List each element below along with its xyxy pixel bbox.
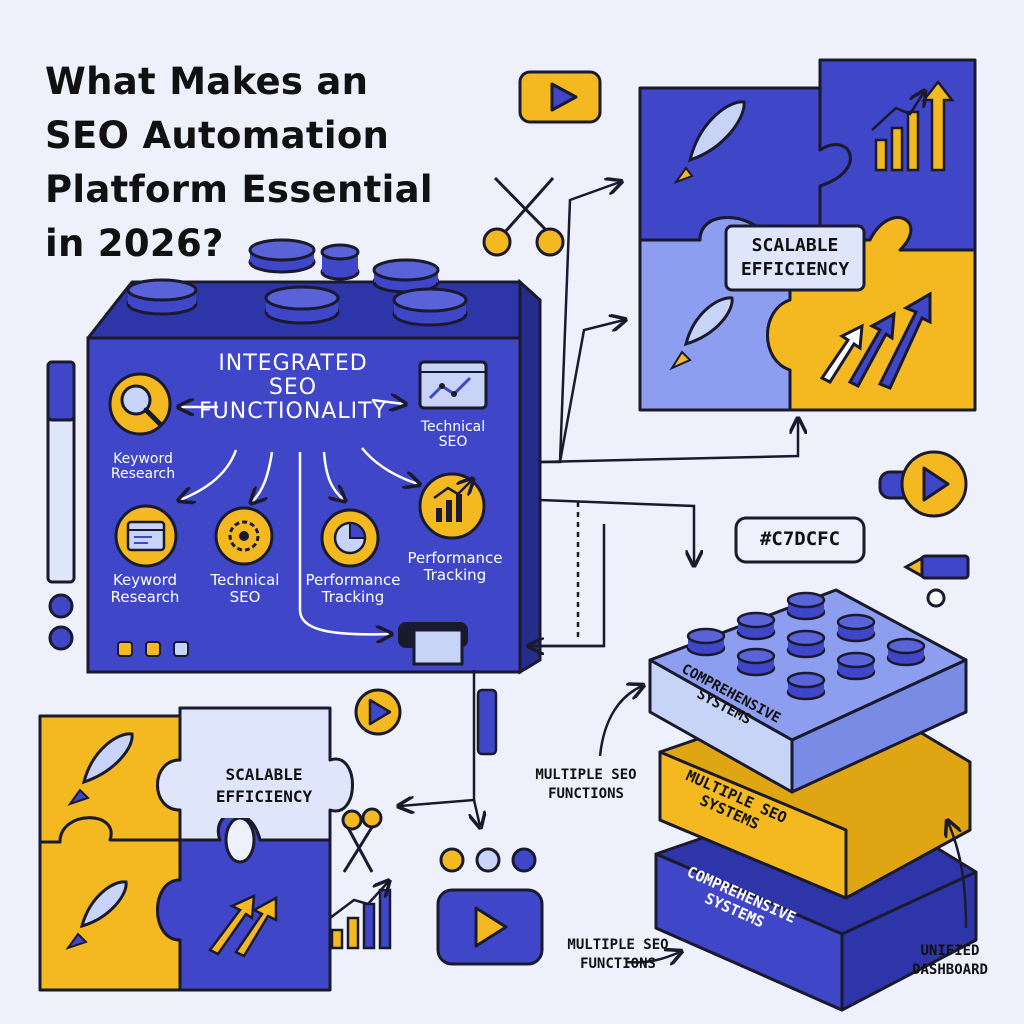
feature-performance-tracking-left: Performance Tracking — [298, 572, 408, 605]
title-line: in 2026? — [45, 222, 224, 265]
scalable-efficiency-label-bottom: SCALABLE EFFICIENCY — [206, 764, 322, 808]
label-line: DASHBOARD — [912, 962, 988, 978]
play-badge-bottom — [436, 888, 544, 966]
feature-label-line: Performance — [305, 571, 401, 589]
unified-dashboard-callout: UNIFIED DASHBOARD — [900, 942, 1000, 980]
feature-label-line: SEO — [229, 587, 261, 606]
color-code-tag — [734, 516, 866, 564]
title-line: What Makes an — [45, 60, 369, 103]
feature-label-line: Performance — [407, 549, 503, 567]
multiple-seo-functions-callout-lower: MULTIPLE SEO FUNCTIONS — [558, 936, 678, 974]
carousel-dots — [439, 847, 537, 873]
play-badge-right — [878, 450, 968, 518]
rocket-icon — [669, 296, 734, 371]
stack-studs — [686, 591, 926, 701]
bar-chart-icon — [329, 882, 390, 950]
rocket-icon — [67, 732, 134, 806]
label-line: UNIFIED — [920, 943, 980, 959]
scissors-icon — [341, 807, 383, 873]
title-line: Platform Essential — [45, 168, 433, 211]
feature-label-line: Research — [110, 466, 176, 483]
scalable-efficiency-label-top: SCALABLE EFFICIENCY — [726, 234, 864, 282]
stack-top-layer — [648, 588, 968, 794]
color-code-label: #C7DCFC — [759, 528, 841, 550]
pen-icon — [902, 554, 970, 608]
title-line: SEO Automation — [45, 114, 390, 157]
puzzle-bottom-left — [38, 706, 354, 992]
side-bar-decoration — [476, 688, 498, 756]
feature-label-line: Research — [110, 587, 180, 606]
feature-technical-seo-top: Technical SEO — [408, 419, 498, 451]
feature-label-line: Technical — [420, 419, 486, 435]
label-line: MULTIPLE SEO — [567, 937, 669, 953]
efficiency-label-box — [208, 758, 318, 818]
hub-heading-line: FUNCTIONALITY — [199, 399, 387, 425]
page-title: What Makes an SEO Automation Platform Es… — [45, 55, 515, 271]
rocket-icon — [673, 100, 746, 185]
rising-arrows-icon — [819, 291, 932, 390]
multiple-seo-functions-callout-upper: MULTIPLE SEO FUNCTIONS — [526, 766, 646, 804]
side-slider-decoration — [46, 360, 76, 651]
label-line: SCALABLE — [751, 235, 839, 256]
bar-chart-icon — [418, 472, 486, 540]
pie-chart-icon — [320, 508, 380, 568]
label-line: MULTIPLE SEO — [535, 767, 637, 783]
label-line: EFFICIENCY — [740, 259, 850, 280]
hub-heading-line: INTEGRATED — [218, 351, 368, 376]
browser-window-icon — [114, 504, 178, 568]
hub-arrows — [180, 400, 418, 634]
label-line: SCALABLE — [225, 765, 303, 784]
gear-icon — [214, 506, 274, 566]
play-badge-top — [518, 70, 602, 124]
label-line: EFFICIENCY — [215, 787, 313, 806]
rocket-icon — [65, 880, 128, 950]
hub-heading: INTEGRATED SEO FUNCTIONALITY — [188, 351, 398, 425]
label-line: FUNCTIONS — [548, 786, 624, 802]
feature-label-line: Tracking — [321, 587, 385, 606]
feature-label-line: Keyword — [112, 571, 178, 589]
connector-arrows — [400, 182, 968, 962]
scissors-icon — [482, 176, 565, 257]
feature-label-line: Technical — [210, 571, 280, 589]
play-badge-small — [354, 688, 402, 736]
hub-heading-line: SEO — [268, 375, 318, 401]
feature-label-line: Tracking — [423, 565, 487, 584]
feature-technical-seo: Technical SEO — [198, 572, 292, 605]
rising-bar-chart-icon — [871, 79, 955, 172]
feature-label-line: SEO — [438, 434, 468, 451]
line-chart-window-icon — [418, 360, 488, 410]
efficiency-label-box — [724, 224, 866, 292]
label-line: FUNCTIONS — [580, 956, 656, 972]
integrated-seo-hub — [86, 238, 542, 675]
magnifier-icon — [108, 372, 172, 436]
feature-keyword-research: Keyword Research — [98, 572, 192, 605]
feature-performance-tracking-right: Performance Tracking — [400, 550, 510, 583]
feature-keyword-research-top: Keyword Research — [98, 451, 188, 483]
rising-arrows-icon — [208, 893, 278, 958]
feature-label-line: Keyword — [113, 451, 173, 467]
